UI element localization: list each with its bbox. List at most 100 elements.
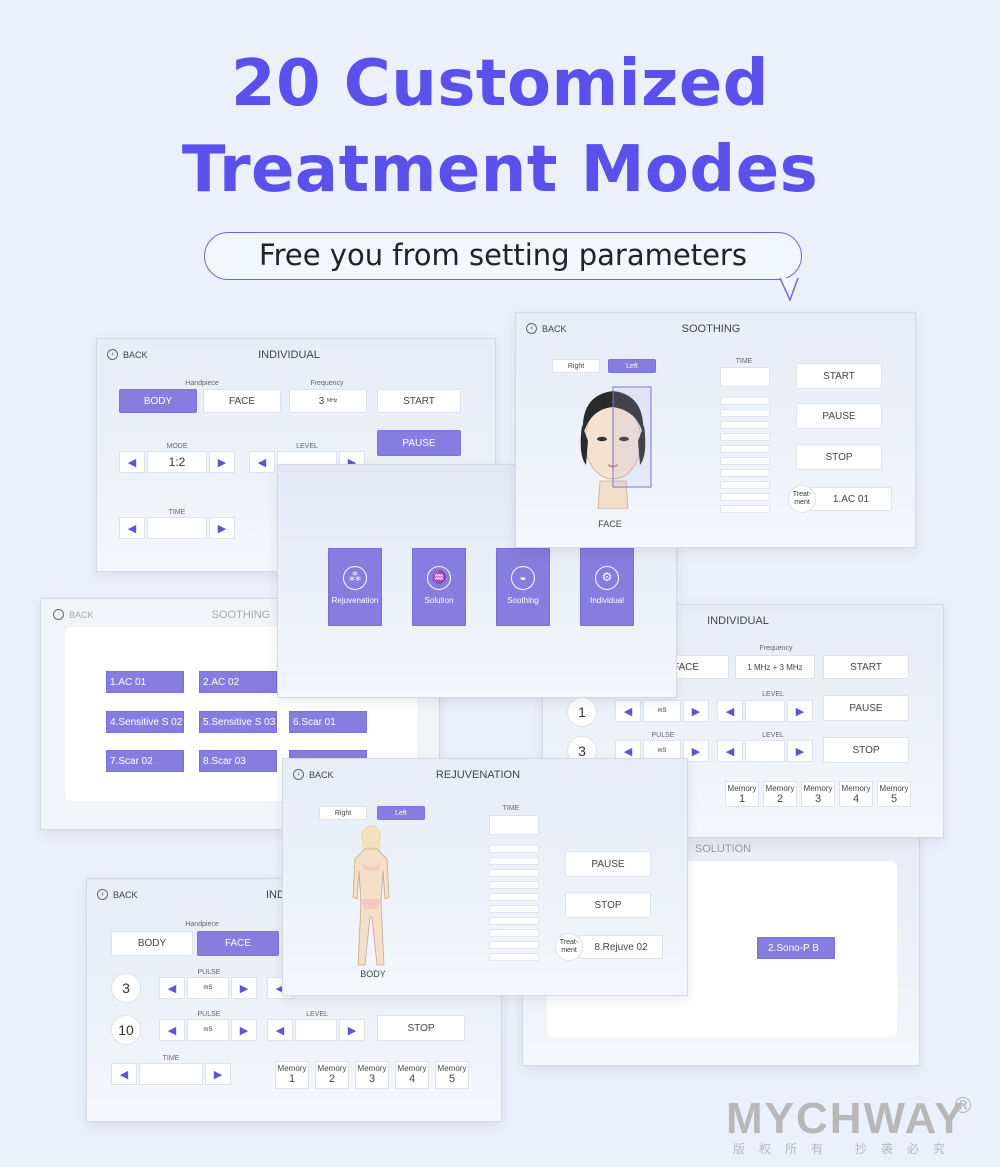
- arrow-left-icon[interactable]: ◀: [249, 451, 275, 473]
- start-button[interactable]: START: [823, 655, 909, 679]
- arrow-right-icon[interactable]: ▶: [683, 700, 709, 722]
- time-field[interactable]: [489, 815, 539, 835]
- panel-title: SOOTHING: [681, 323, 741, 335]
- arrow-left-icon[interactable]: ◀: [159, 1019, 185, 1041]
- body-button[interactable]: BODY: [119, 389, 197, 413]
- arrow-left-icon[interactable]: ◀: [267, 1019, 293, 1041]
- right-side-button[interactable]: Right: [319, 806, 367, 820]
- arrow-left-icon[interactable]: ◀: [615, 700, 641, 722]
- solution-item[interactable]: 2.Sono-P B: [757, 937, 835, 959]
- soothing-item[interactable]: 4.Sensitive S 02: [106, 711, 184, 733]
- arrow-left-icon[interactable]: ◀: [119, 517, 145, 539]
- arrow-right-icon[interactable]: ▶: [231, 977, 257, 999]
- back-button[interactable]: ‹BACK: [293, 769, 334, 780]
- level-bar: [489, 893, 539, 901]
- soothing-item[interactable]: 6.Scar 01: [289, 711, 367, 733]
- soothing-item[interactable]: 5.Sensitive S 03: [199, 711, 277, 733]
- pause-button[interactable]: PAUSE: [823, 695, 909, 721]
- stop-button[interactable]: STOP: [565, 892, 651, 918]
- start-button[interactable]: START: [377, 389, 461, 413]
- frequency-field[interactable]: 1 MHz + 3 MHz: [735, 655, 815, 679]
- start-button[interactable]: START: [796, 363, 882, 389]
- mode-field[interactable]: 1:2: [147, 451, 207, 473]
- stop-button[interactable]: STOP: [377, 1015, 465, 1041]
- mode-individual-button[interactable]: ⚙Individual: [580, 548, 634, 626]
- arrow-left-icon[interactable]: ◀: [717, 700, 743, 722]
- frequency-dial[interactable]: 1: [567, 697, 597, 727]
- arrow-left-icon[interactable]: ◀: [615, 740, 641, 762]
- level-field[interactable]: [295, 1019, 337, 1041]
- pause-button[interactable]: PAUSE: [565, 851, 651, 877]
- time-field[interactable]: [139, 1063, 203, 1085]
- frequency-dial[interactable]: 3: [111, 973, 141, 1003]
- back-label: BACK: [69, 609, 94, 620]
- back-button[interactable]: ‹BACK: [526, 323, 567, 334]
- back-button[interactable]: ‹BACK: [107, 349, 148, 360]
- arrow-right-icon[interactable]: ▶: [231, 1019, 257, 1041]
- body-button[interactable]: BODY: [111, 931, 193, 956]
- left-side-button[interactable]: Left: [608, 359, 656, 373]
- soothing-item[interactable]: 2.AC 02: [199, 671, 277, 693]
- arrow-left-icon[interactable]: ◀: [717, 740, 743, 762]
- back-button[interactable]: ‹BACK: [53, 609, 94, 620]
- time-field[interactable]: [720, 367, 770, 387]
- soothing-item[interactable]: 7.Scar 02: [106, 750, 184, 772]
- level-bar: [489, 929, 539, 937]
- arrow-right-icon[interactable]: ▶: [209, 451, 235, 473]
- arrow-right-icon[interactable]: ▶: [209, 517, 235, 539]
- memory-number: 3: [814, 793, 822, 805]
- level-field[interactable]: [745, 700, 785, 722]
- mode-solution-button[interactable]: ♒Solution: [412, 548, 466, 626]
- treatment-value[interactable]: 1.AC 01: [810, 487, 892, 511]
- level-bar: [720, 409, 770, 417]
- pulse-field[interactable]: mS: [187, 1019, 229, 1041]
- pause-button[interactable]: PAUSE: [377, 430, 461, 456]
- arrow-right-icon[interactable]: ▶: [339, 1019, 365, 1041]
- left-side-button[interactable]: Left: [377, 806, 425, 820]
- level-bar: [489, 881, 539, 889]
- level-bar: [489, 917, 539, 925]
- level-label: LEVEL: [306, 1011, 328, 1018]
- arrow-left-icon[interactable]: ◀: [159, 977, 185, 999]
- arrow-left-icon[interactable]: ◀: [119, 451, 145, 473]
- treatment-value[interactable]: 8.Rejuve 02: [579, 935, 663, 959]
- mode-label: Individual: [590, 596, 624, 605]
- back-icon: ‹: [293, 769, 304, 780]
- back-button[interactable]: ‹BACK: [97, 889, 138, 900]
- mode-soothing-button[interactable]: ◒Soothing: [496, 548, 550, 626]
- level-bar: [720, 505, 770, 513]
- frequency-dial[interactable]: 10: [111, 1015, 141, 1045]
- stop-button[interactable]: STOP: [823, 737, 909, 763]
- level-bar: [720, 493, 770, 501]
- arrow-right-icon[interactable]: ▶: [205, 1063, 231, 1085]
- soothing-item[interactable]: 1.AC 01: [106, 671, 184, 693]
- stop-button[interactable]: STOP: [796, 444, 882, 470]
- right-side-button[interactable]: Right: [552, 359, 600, 373]
- pause-button[interactable]: PAUSE: [796, 403, 882, 429]
- arrow-right-icon[interactable]: ▶: [787, 700, 813, 722]
- face-button[interactable]: FACE: [203, 389, 281, 413]
- pulse-field[interactable]: mS: [187, 977, 229, 999]
- soothing-item[interactable]: 8.Scar 03: [199, 750, 277, 772]
- arrow-right-icon[interactable]: ▶: [787, 740, 813, 762]
- time-field[interactable]: [147, 517, 207, 539]
- level-bar: [489, 845, 539, 853]
- arrow-left-icon[interactable]: ◀: [111, 1063, 137, 1085]
- frequency-label: Frequency: [759, 645, 793, 652]
- face-button[interactable]: FACE: [197, 931, 279, 956]
- mode-rejuvenation-button[interactable]: ⁂Rejuvenation: [328, 548, 382, 626]
- pulse-field[interactable]: mS: [643, 700, 681, 722]
- frequency-field[interactable]: 3 MHz: [289, 389, 367, 413]
- arrow-right-icon[interactable]: ▶: [683, 740, 709, 762]
- level-field[interactable]: [745, 740, 785, 762]
